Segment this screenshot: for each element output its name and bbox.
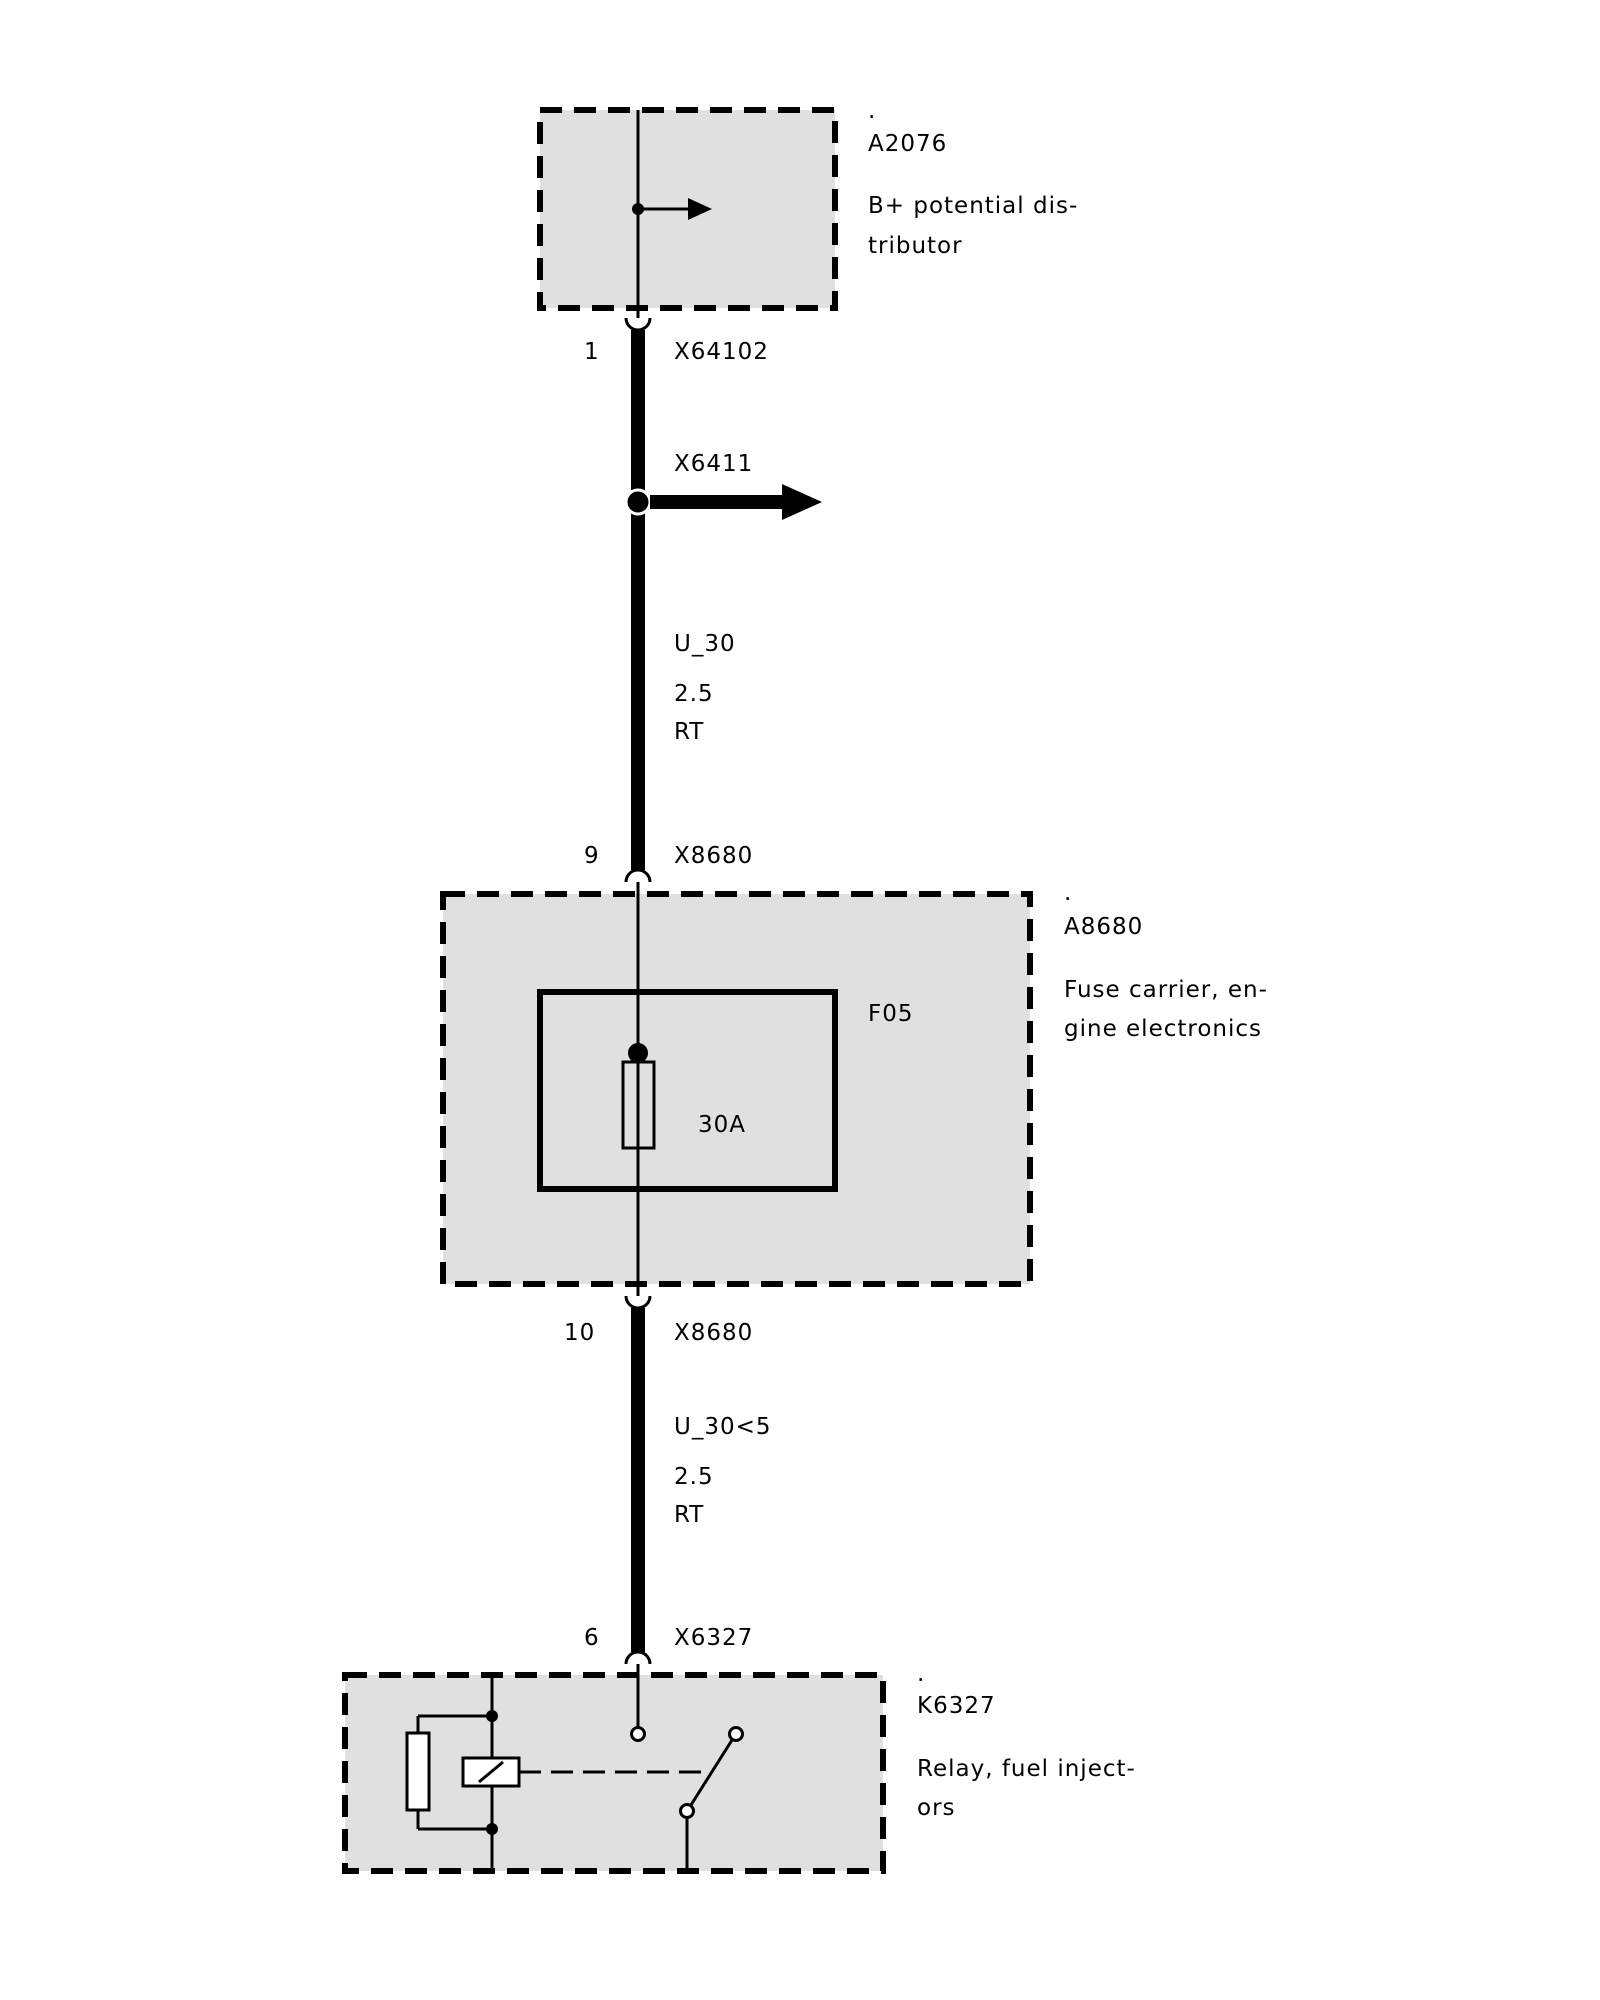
x64102-connector-icon xyxy=(624,317,652,332)
a2076-dot: . xyxy=(868,98,876,124)
k6327-coil-slash xyxy=(478,1760,504,1784)
f05-fuse-box[interactable] xyxy=(537,989,838,1192)
a8680-box[interactable] xyxy=(440,891,1033,1287)
k6327-switch-contact-upper xyxy=(728,1726,744,1742)
x6327-id: X6327 xyxy=(674,1625,753,1651)
a2076-desc-line1: B+ potential dis- xyxy=(868,193,1078,219)
a8680-desc-line1: Fuse carrier, en- xyxy=(1064,977,1268,1003)
wire2-color: RT xyxy=(674,1502,704,1528)
k6327-switch-contact-top xyxy=(630,1726,646,1742)
a8680-desc-line2: gine electronics xyxy=(1064,1016,1262,1042)
a2076-arrow-icon xyxy=(688,198,712,220)
x64102-id: X64102 xyxy=(674,339,769,365)
a8680-id: A8680 xyxy=(1064,914,1143,940)
f05-id: F05 xyxy=(868,1001,914,1027)
x6411-id: X6411 xyxy=(674,451,753,477)
x6327-connector-icon xyxy=(624,1650,652,1665)
wire1-cross-section: 2.5 xyxy=(674,681,714,707)
wire2-cross-section: 2.5 xyxy=(674,1464,714,1490)
x8680-in-id: X8680 xyxy=(674,843,753,869)
x6411-splice-dot xyxy=(624,488,652,516)
x6411-arrow-icon xyxy=(782,484,822,520)
f05-rating: 30A xyxy=(698,1112,746,1138)
wire1-color: RT xyxy=(674,719,704,745)
wire2-signal: U_30<5 xyxy=(674,1414,772,1440)
k6327-id: K6327 xyxy=(917,1693,996,1719)
x8680-out-pin: 10 xyxy=(564,1320,595,1346)
a2076-desc-line2: tributor xyxy=(868,233,963,259)
f05-fuse-dot xyxy=(628,1043,648,1063)
x8680-out-connector-icon xyxy=(624,1295,652,1310)
k6327-box[interactable] xyxy=(342,1672,886,1874)
a2076-id: A2076 xyxy=(868,131,947,157)
x8680-out-id: X8680 xyxy=(674,1320,753,1346)
a8680-dot: . xyxy=(1064,880,1072,906)
k6327-switch-blade xyxy=(689,1739,734,1806)
x8680-in-pin: 9 xyxy=(584,843,600,869)
x8680-in-connector-icon xyxy=(624,868,652,883)
k6327-resistor-icon xyxy=(405,1731,431,1812)
k6327-switch-contact-lower xyxy=(679,1803,695,1819)
k6327-desc-line1: Relay, fuel inject- xyxy=(917,1756,1136,1782)
x64102-pin: 1 xyxy=(584,339,600,365)
x6327-pin: 6 xyxy=(584,1625,600,1651)
k6327-desc-line2: ors xyxy=(917,1795,956,1821)
k6327-dot: . xyxy=(917,1661,925,1687)
wire1-signal: U_30 xyxy=(674,631,736,657)
